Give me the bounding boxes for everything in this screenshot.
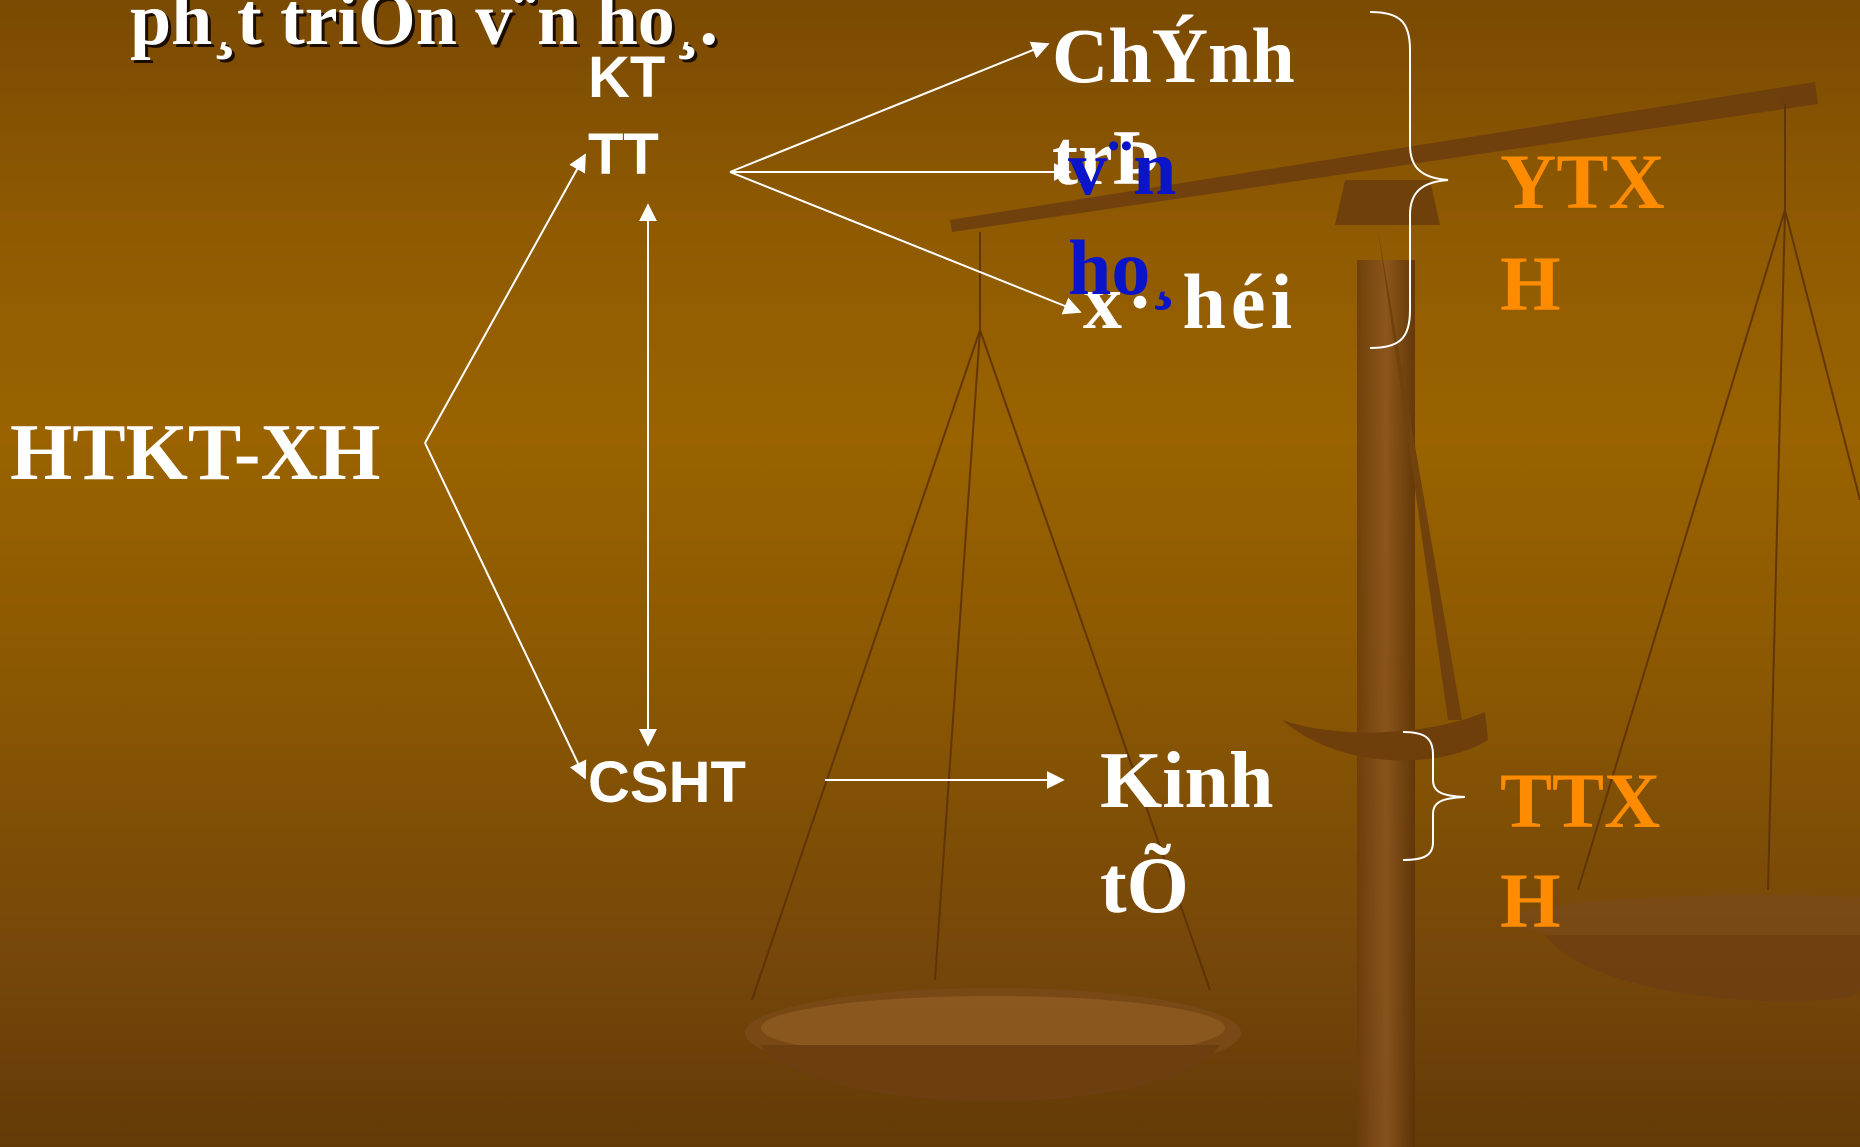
left-pan-chain-a: [751, 329, 981, 1001]
target-kinh-te-line2: tÕ: [1100, 842, 1189, 930]
scale-pillar: [1357, 260, 1415, 1147]
target-chinh-tri-line2: trÞ: [1052, 114, 1161, 201]
arrow-kttt-to-xa-hoi: [729, 171, 1082, 315]
brace-upper-group: [1369, 11, 1449, 349]
left-pan-chain-c: [979, 329, 1211, 991]
brace-lower-group: [1402, 731, 1466, 861]
left-pan: [751, 232, 1211, 1001]
right-pan-dish: [1510, 895, 1860, 945]
target-chinh-tri-line1: ChÝnh: [1052, 12, 1295, 99]
node-csht-label: CSHT: [588, 750, 746, 815]
right-pan-bowl: [1545, 935, 1860, 1002]
balance-scale-illustration: [745, 82, 1860, 1147]
target-van-hoa-line2: ho¸: [1068, 224, 1177, 311]
left-pan-bowl: [760, 1045, 1220, 1102]
target-kinh-te-line1: Kinh: [1100, 737, 1274, 825]
scale-base-collar: [1282, 712, 1488, 761]
left-pan-dish-inner: [761, 996, 1225, 1060]
right-pan-chain-a: [1577, 209, 1786, 891]
slide-title-fragment: ph¸t triÓn v¨n ho¸.: [130, 0, 718, 61]
group-lower-line2: H: [1500, 857, 1561, 944]
group-upper-line2: H: [1500, 240, 1561, 327]
arrow-root-to-csht: [424, 442, 587, 780]
scale-top-cap: [1335, 180, 1440, 225]
arrow-root-to-kttt: [424, 153, 586, 444]
scale-beam: [950, 82, 1818, 232]
arrow-kttt-to-chinh-tri: [729, 41, 1050, 173]
node-kt-line1: KT: [588, 45, 666, 110]
node-kt-line2: TT: [588, 122, 659, 187]
scale-pointer: [1378, 230, 1462, 720]
group-lower-line1: TTX: [1500, 757, 1661, 844]
group-upper-line1: YTX: [1500, 138, 1665, 225]
diagram-connectors: [424, 11, 1466, 861]
right-pan-chain-c: [1784, 209, 1860, 501]
right-pan-chain-b: [1767, 209, 1786, 891]
right-pan: [1577, 104, 1860, 891]
target-van-hoa-line1: v¨n: [1068, 124, 1177, 211]
left-pan-chain-b: [934, 329, 981, 981]
root-node-label: HTKT-XH: [10, 409, 381, 497]
target-xa-hoi: x· héi: [1083, 258, 1298, 345]
